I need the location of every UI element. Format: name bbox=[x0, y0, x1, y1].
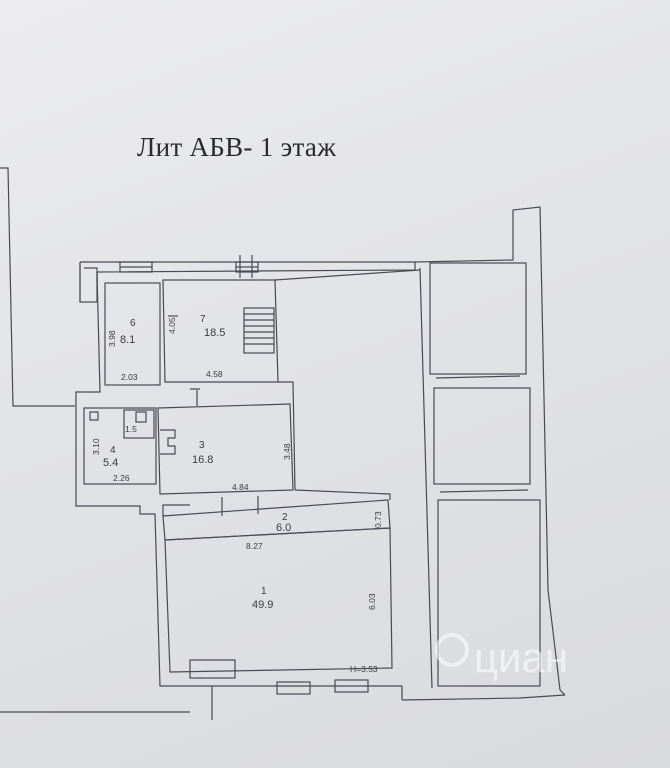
window-bottom-2 bbox=[276, 681, 311, 695]
dim-r7-height: 4.05 bbox=[167, 317, 177, 334]
window-bottom-1 bbox=[189, 659, 236, 679]
right-room-c bbox=[437, 499, 541, 687]
room-7-area: 18.5 bbox=[204, 327, 225, 339]
dim-r7-width: 4.58 bbox=[206, 369, 223, 379]
watermark-logo-icon bbox=[435, 633, 469, 667]
dim-r1-height: 6.03 bbox=[367, 593, 377, 610]
room-1-number: 1 bbox=[261, 586, 267, 597]
dim-r3-height: 3.48 bbox=[282, 443, 292, 460]
cian-watermark: циан bbox=[435, 633, 568, 681]
room-6-area: 8.1 bbox=[120, 334, 135, 346]
stairs-room-3 bbox=[160, 429, 176, 455]
room-3-outline bbox=[157, 403, 294, 495]
room-6-number: 6 bbox=[130, 318, 136, 329]
room-4-area: 5.4 bbox=[103, 457, 118, 469]
plan-title: Лит АБВ- 1 этаж bbox=[137, 132, 337, 162]
room-1-area: 49.9 bbox=[252, 599, 273, 611]
room-4-number: 4 bbox=[110, 445, 116, 456]
room-3-number: 3 bbox=[199, 440, 205, 451]
room-2-area: 6.0 bbox=[276, 522, 291, 534]
right-room-a bbox=[429, 262, 527, 375]
stairs-room-7 bbox=[243, 307, 275, 354]
dim-r6-width: 2.03 bbox=[121, 372, 138, 382]
watermark-text: циан bbox=[474, 634, 568, 681]
room-6-outline bbox=[104, 282, 161, 386]
left-boundary-wall bbox=[0, 167, 75, 407]
room-1-outline bbox=[164, 527, 393, 673]
dim-r3-width: 4.84 bbox=[232, 482, 249, 492]
room-5-number: 1.5 bbox=[125, 424, 137, 434]
right-room-b bbox=[433, 387, 531, 485]
fixture-room-4 bbox=[89, 411, 99, 421]
room-5-outline bbox=[123, 409, 155, 439]
dim-r2-height: 0.73 bbox=[373, 511, 383, 528]
room-7-number: 7 bbox=[200, 314, 206, 325]
room-4-outline bbox=[83, 407, 157, 485]
right-outer-wall bbox=[414, 206, 566, 696]
dim-r6-height: 3.98 bbox=[107, 330, 117, 347]
room-2-number: 2 bbox=[282, 512, 288, 523]
dim-r4-width: 2.26 bbox=[113, 473, 130, 483]
ceiling-height-label: H=3.53 bbox=[350, 664, 378, 674]
top-wall bbox=[79, 261, 416, 303]
room-3-area: 16.8 bbox=[192, 454, 213, 466]
window-bottom-3 bbox=[334, 679, 369, 693]
dim-r4-height: 3.10 bbox=[91, 438, 101, 455]
dim-r1-width: 8.27 bbox=[246, 541, 263, 551]
